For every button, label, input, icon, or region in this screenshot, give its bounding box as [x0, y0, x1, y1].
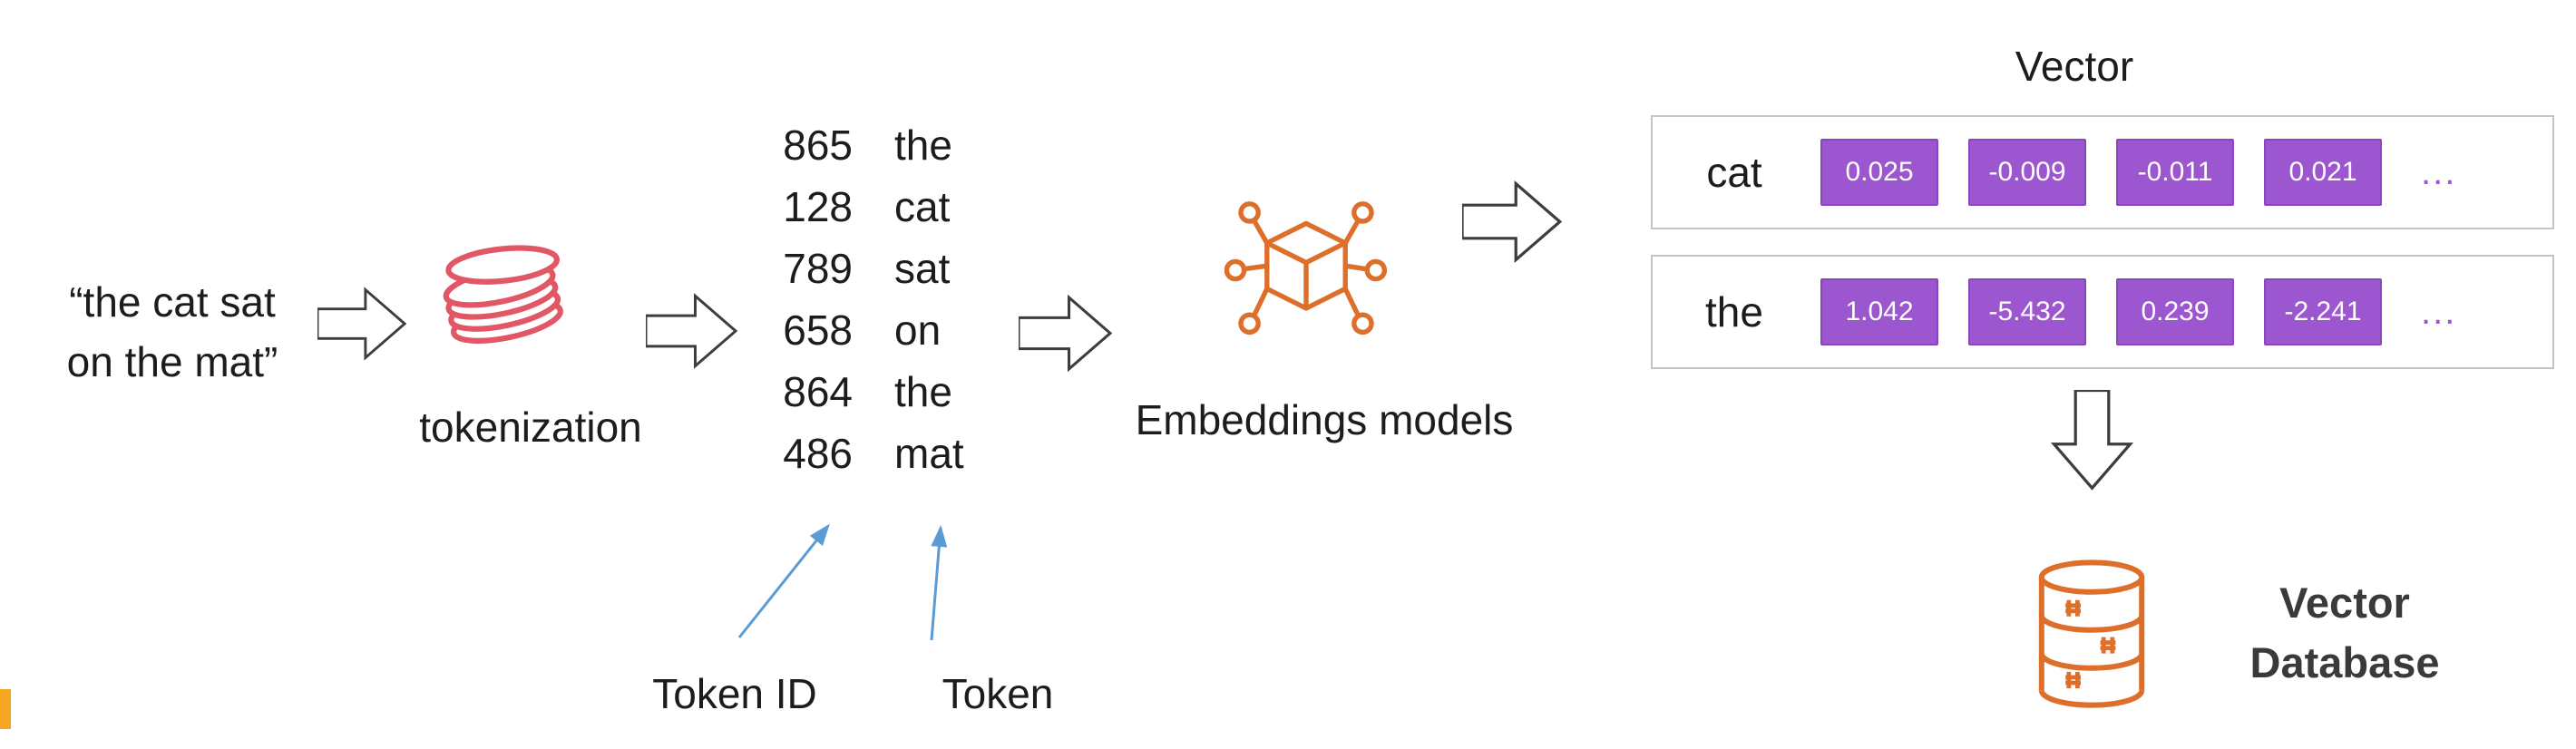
- annotation-arrows-icon: [737, 523, 948, 641]
- right-arrow-icon: [1019, 294, 1113, 373]
- tokenization-coins-icon: [443, 245, 563, 344]
- vector-database-icon: [2038, 559, 2145, 708]
- token-id-value: 865: [783, 122, 853, 169]
- vector-cells: 1.042 -5.432 0.239 -2.241 ...: [1820, 278, 2456, 345]
- down-arrow-icon: [2050, 390, 2134, 491]
- token-row: 486 mat: [751, 423, 964, 484]
- token-id-label: Token ID: [652, 670, 817, 717]
- token-word-value: the: [894, 122, 952, 169]
- token-row: 865 the: [751, 114, 964, 176]
- token-row: 128 cat: [751, 176, 964, 238]
- vector-value-cell: -2.241: [2264, 278, 2382, 345]
- tokenization-label: tokenization: [419, 404, 642, 451]
- vector-database-label-line1: Vector: [2279, 579, 2410, 627]
- vector-title: Vector: [2015, 43, 2134, 90]
- token-row: 789 sat: [751, 238, 964, 299]
- token-row: 658 on: [751, 299, 964, 361]
- vector-ellipsis: ...: [2421, 291, 2457, 332]
- token-word-value: the: [894, 368, 952, 415]
- embeddings-models-label: Embeddings models: [1135, 396, 1514, 443]
- input-quote-line2: on the mat”: [66, 338, 278, 385]
- token-id-value: 128: [783, 183, 853, 230]
- vector-database-label: Vector Database: [2195, 573, 2494, 693]
- token-label: Token: [942, 670, 1054, 717]
- vector-value-cell: 0.025: [1820, 139, 1938, 206]
- vector-value-cell: 1.042: [1820, 278, 1938, 345]
- vector-value-cell: -0.009: [1968, 139, 2086, 206]
- token-id-value: 658: [783, 306, 853, 354]
- slide-edge-artifact: [0, 689, 11, 729]
- token-row: 864 the: [751, 361, 964, 423]
- embeddings-model-icon: [1225, 201, 1388, 336]
- vector-ellipsis: ...: [2421, 151, 2457, 192]
- vector-word: the: [1705, 288, 1763, 336]
- vector-value-cell: -0.011: [2116, 139, 2234, 206]
- input-quote: “the cat sat on the mat”: [18, 272, 327, 392]
- vector-row-the: the 1.042 -5.432 0.239 -2.241 ...: [1651, 255, 2554, 369]
- vector-word: cat: [1706, 149, 1762, 196]
- vector-value-cell: 0.021: [2264, 139, 2382, 206]
- vector-cells: 0.025 -0.009 -0.011 0.021 ...: [1820, 139, 2456, 206]
- vector-value-cell: -5.432: [1968, 278, 2086, 345]
- right-arrow-icon: [646, 293, 738, 369]
- vector-value-cell: 0.239: [2116, 278, 2234, 345]
- token-word-value: cat: [894, 183, 951, 230]
- token-table: 865 the 128 cat 789 sat 658 on 864 the 4…: [751, 114, 964, 484]
- right-arrow-icon: [317, 287, 407, 361]
- token-word-value: on: [894, 306, 942, 354]
- vector-database-label-line2: Database: [2249, 638, 2440, 686]
- token-id-value: 789: [783, 245, 853, 292]
- vector-row-cat: cat 0.025 -0.009 -0.011 0.021 ...: [1651, 115, 2554, 229]
- token-word-value: sat: [894, 245, 951, 292]
- input-quote-line1: “the cat sat: [69, 278, 276, 326]
- right-arrow-icon: [1462, 180, 1563, 264]
- token-id-value: 486: [783, 430, 853, 477]
- token-word-value: mat: [894, 430, 964, 477]
- token-id-value: 864: [783, 368, 853, 415]
